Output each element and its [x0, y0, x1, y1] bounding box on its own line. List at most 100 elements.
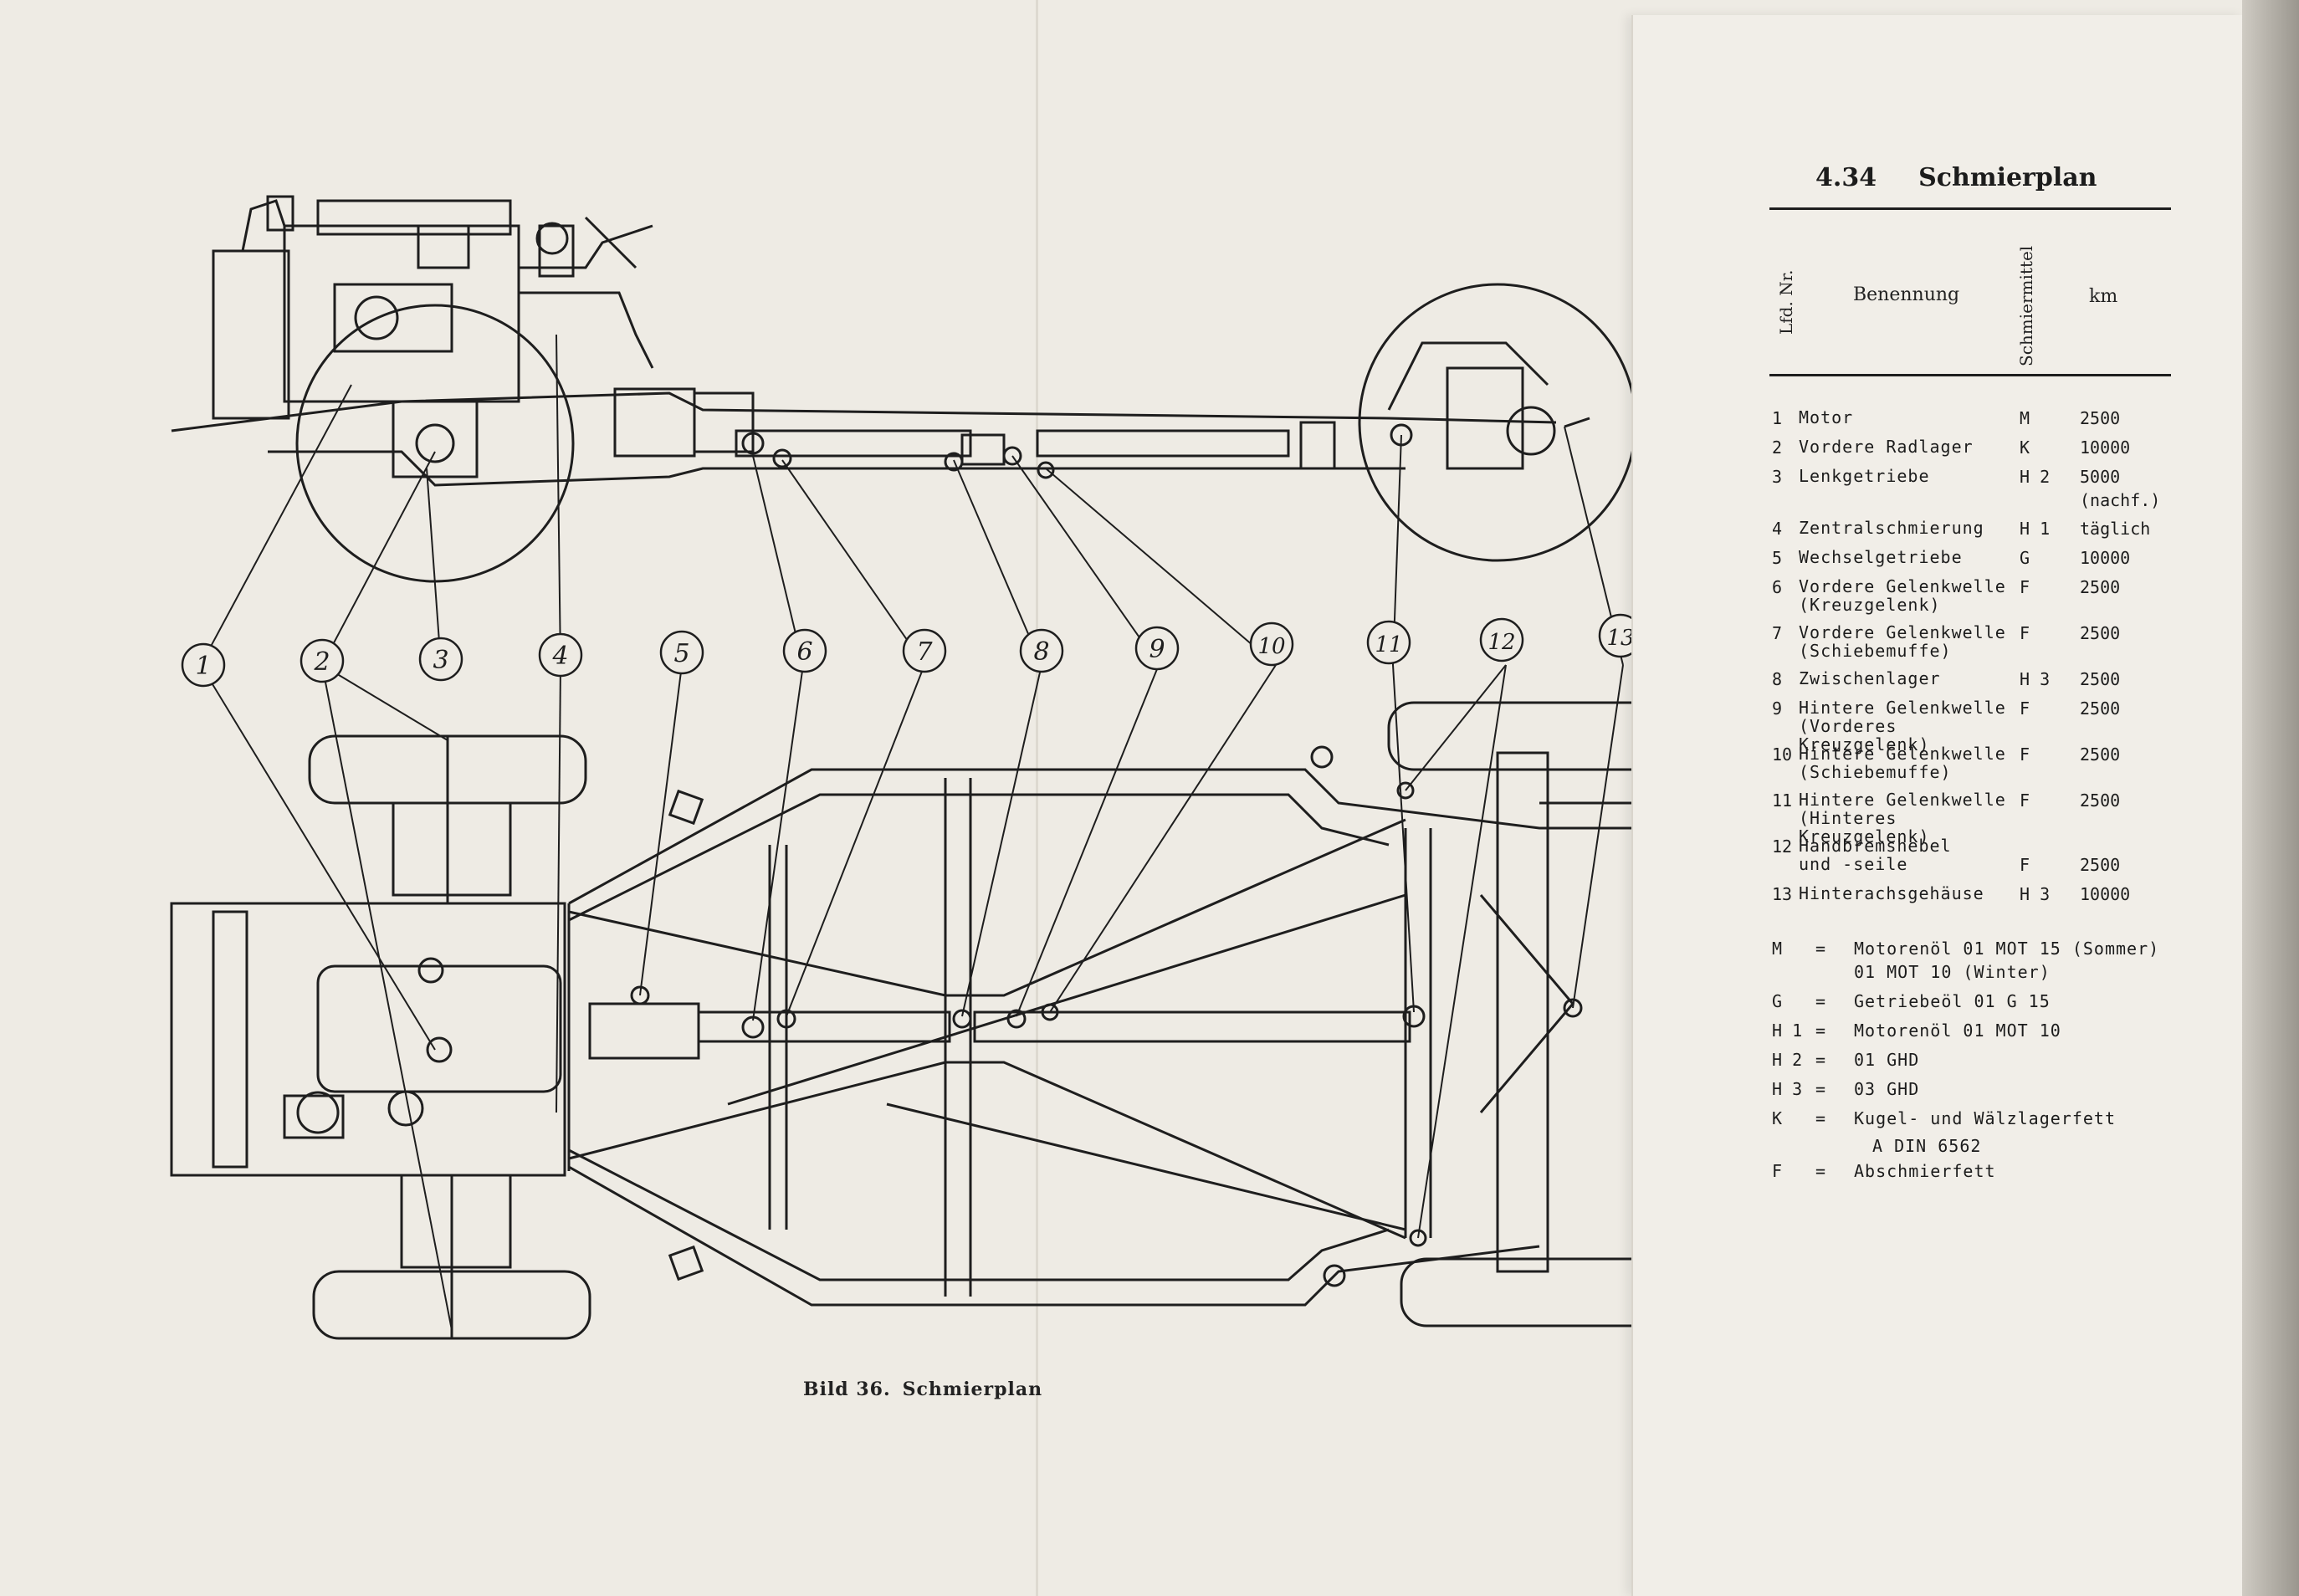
row-km: 2500: [2080, 623, 2121, 643]
col-header-km: km: [2089, 286, 2118, 307]
row-km: 2500: [2080, 669, 2121, 689]
row-mittel: F: [2020, 698, 2030, 719]
rule-top: [1769, 207, 2171, 210]
row-nr: 8: [1772, 669, 1783, 689]
legend-eq: =: [1815, 1161, 1826, 1181]
callout-10-label: 10: [1257, 634, 1285, 659]
callout-5: 5: [659, 630, 704, 675]
row-km: 10000: [2080, 884, 2131, 904]
table-title: Schmierplan: [1918, 163, 2097, 192]
row-km: 2500: [2080, 744, 2121, 765]
table-heading: 4.34 Schmierplan: [1815, 163, 2097, 192]
row-nr: 3: [1772, 467, 1783, 487]
row-name: Vordere Gelenkwelle: [1799, 622, 2006, 642]
row-mittel: H 3: [2020, 884, 2051, 904]
row-km: 2500: [2080, 408, 2121, 428]
col-header-nr: Lfd. Nr.: [1776, 269, 1796, 335]
callout-11: 11: [1366, 620, 1411, 665]
row-nr: 5: [1772, 548, 1783, 568]
row-note: (nachf.): [2080, 490, 2161, 510]
row-nr: 11: [1772, 790, 1793, 811]
rear-axle-housing: [1496, 751, 1549, 1273]
row-mittel: F: [2020, 855, 2030, 875]
row-nr: 10: [1772, 744, 1793, 765]
legend-value: 01 GHD: [1854, 1050, 1920, 1070]
row-name-sub: (Kreuzgelenk): [1799, 595, 1941, 615]
row-nr: 1: [1772, 408, 1783, 428]
side-radiator: [212, 249, 290, 420]
callout-7: 7: [902, 628, 947, 673]
callout-10: 10: [1249, 622, 1294, 667]
col-header-mittel: Schmiermittel: [2016, 245, 2036, 366]
row-mittel: H 2: [2020, 467, 2051, 487]
row-name: Hintere Gelenkwelle: [1799, 790, 2006, 810]
row-name: Hinterachsgehäuse: [1799, 883, 1984, 903]
row-mittel: H 1: [2020, 519, 2051, 539]
legend-eq: =: [1815, 1050, 1826, 1070]
callout-8: 8: [1019, 628, 1064, 673]
page-fold: [1036, 0, 1038, 1596]
legend-eq: =: [1815, 1021, 1826, 1041]
legend-value: Kugel- und Wälzlagerfett: [1854, 1108, 2116, 1128]
section-number: 4.34: [1815, 163, 1877, 192]
caption-title: Schmierplan: [902, 1379, 1043, 1400]
rear-right-tyre: [1400, 1257, 1631, 1327]
legend-value-2: A DIN 6562: [1872, 1136, 1982, 1156]
row-mittel: M: [2020, 408, 2030, 428]
row-name: Hintere Gelenkwelle: [1799, 744, 2006, 764]
legend-key: H 3: [1772, 1079, 1803, 1099]
callout-13-label: 13: [1606, 626, 1631, 651]
legend-value: Getriebeöl 01 G 15: [1854, 991, 2051, 1011]
callout-11-label: 11: [1375, 632, 1402, 657]
chassis-diagram: 1 2 3 4 5 6 7 8 9 10 11 12 13: [170, 195, 1631, 1340]
row-name: Hintere Gelenkwelle: [1799, 698, 2006, 718]
callout-9: 9: [1134, 626, 1180, 671]
callout-3-label: 3: [433, 646, 448, 675]
sheet-edge-shadow: [2242, 0, 2299, 1596]
row-name: Motor: [1799, 407, 1854, 427]
row-name-sub: (Schiebemuffe): [1799, 762, 1952, 782]
caption-bild: Bild 36.: [803, 1379, 891, 1400]
callout-6-label: 6: [796, 637, 812, 667]
legend-eq: =: [1815, 991, 1826, 1011]
legend-eq: =: [1815, 1108, 1826, 1128]
row-name-sub: (Hinteres Kreuzgelenk): [1799, 808, 1930, 847]
row-mittel: F: [2020, 790, 2030, 811]
row-km: 10000: [2080, 548, 2131, 568]
legend-key: F: [1772, 1161, 1783, 1181]
row-mittel: H 3: [2020, 669, 2051, 689]
legend-value: Abschmierfett: [1854, 1161, 1996, 1181]
row-nr: 4: [1772, 519, 1783, 539]
row-name-sub: (Schiebemuffe): [1799, 641, 1952, 661]
callout-4-label: 4: [551, 642, 568, 671]
figure-caption: Bild 36. Schmierplan: [803, 1379, 1054, 1400]
legend-value: Motorenöl 01 MOT 10: [1854, 1021, 2061, 1041]
row-km: täglich: [2080, 519, 2151, 539]
plan-gearbox: [588, 1002, 700, 1060]
rear-left-tyre: [1387, 701, 1631, 771]
callout-9-label: 9: [1149, 635, 1165, 664]
callouts: 1 2 3 4 5 6 7 8 9 10 11 12 13: [181, 613, 1631, 688]
side-front-wheel-circle: [295, 304, 575, 583]
leader-lines: [200, 334, 1624, 1331]
side-rear-wheel-circle: [1358, 283, 1631, 562]
callout-12: 12: [1479, 617, 1524, 662]
engine-bay: [170, 902, 566, 1177]
legend-key: G: [1772, 991, 1783, 1011]
plan-view: [170, 701, 1631, 1340]
legend-value: Motorenöl 01 MOT 15 (Sommer): [1854, 939, 2160, 959]
legend-key: H 2: [1772, 1050, 1803, 1070]
row-name: Vordere Radlager: [1799, 437, 1974, 457]
legend-eq: =: [1815, 939, 1826, 959]
callout-8-label: 8: [1033, 637, 1049, 667]
legend-key: M: [1772, 939, 1783, 959]
row-name: Zwischenlager: [1799, 668, 1941, 688]
row-nr: 13: [1772, 884, 1793, 904]
callout-1-label: 1: [195, 652, 211, 681]
row-nr: 2: [1772, 437, 1783, 458]
row-mittel: F: [2020, 577, 2030, 597]
callout-4: 4: [538, 632, 583, 678]
row-km: 2500: [2080, 790, 2121, 811]
row-name-sub: (Vorderes Kreuzgelenk): [1799, 716, 1930, 755]
row-km: 2500: [2080, 855, 2121, 875]
